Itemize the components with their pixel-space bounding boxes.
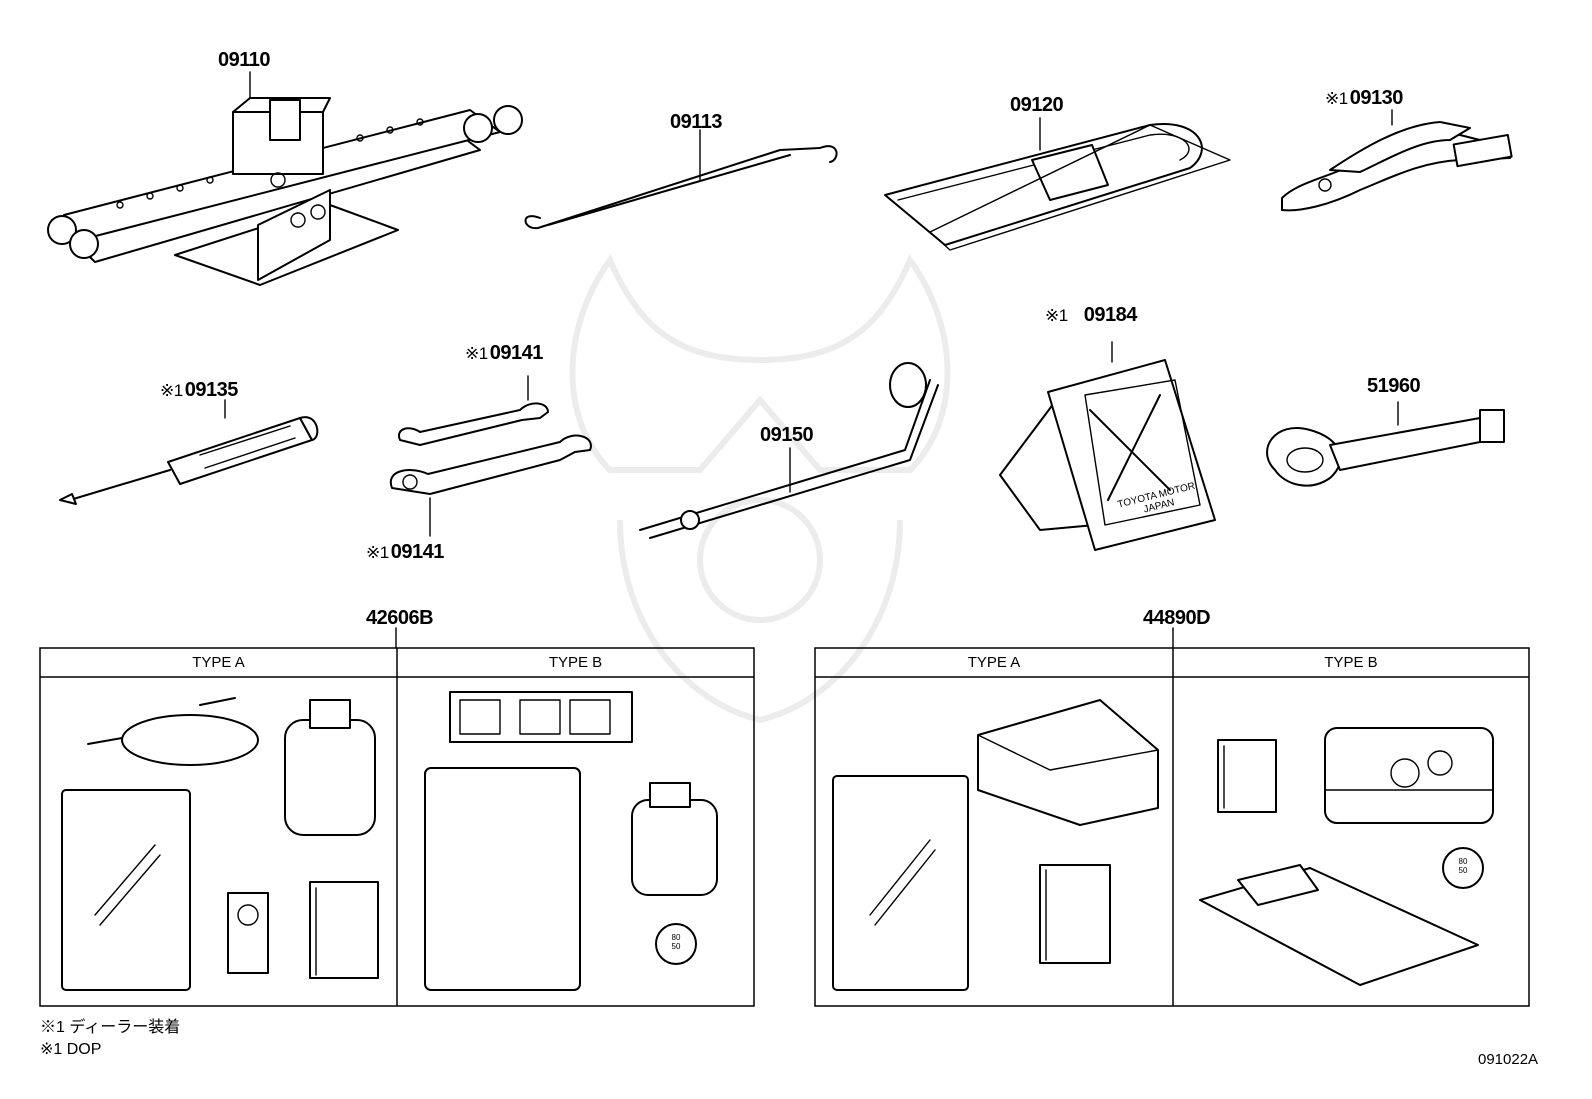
part-number-44890D[interactable]: 44890D xyxy=(1143,607,1211,629)
speed-sticker-bottom: 50 xyxy=(671,942,681,951)
part-number-text: 09130 xyxy=(1349,87,1404,109)
part-number-42606B[interactable]: 42606B xyxy=(366,607,434,629)
kit-left-box xyxy=(39,647,755,1007)
part-number-09120[interactable]: 09120 xyxy=(1010,94,1064,116)
part-number-09150[interactable]: 09150 xyxy=(760,424,814,446)
kit-right-type-b-header: TYPE B xyxy=(1324,654,1378,671)
jack-handle-illustration xyxy=(524,129,838,230)
kit-right-box xyxy=(814,647,1530,1007)
dealer-option-mark: ※1 xyxy=(366,543,389,562)
watermark-emblem xyxy=(569,253,951,724)
lug-wrench-illustration xyxy=(639,362,939,539)
part-number-09113[interactable]: 09113 xyxy=(670,111,723,133)
wrench-illustration xyxy=(389,375,592,537)
speed-sticker-top: 80 xyxy=(1458,857,1468,866)
screwdriver-illustration xyxy=(59,399,319,505)
part-number-09184[interactable]: ※1 09184 xyxy=(1045,305,1137,325)
kit-left-type-a-header: TYPE A xyxy=(192,654,245,671)
kit-right-type-b-items xyxy=(1199,727,1494,986)
speed-sticker-bottom: 50 xyxy=(1458,866,1468,875)
dealer-option-mark: ※1 xyxy=(1325,89,1348,108)
speed-sticker-right: 80 50 xyxy=(1452,857,1474,875)
speed-sticker-left: 80 50 xyxy=(665,933,687,951)
dealer-option-mark: ※1 xyxy=(465,344,488,363)
part-number-09110[interactable]: 09110 xyxy=(218,49,271,71)
part-number-text: 09141 xyxy=(489,342,544,364)
jack-illustration xyxy=(47,71,523,286)
tool-bag-illustration xyxy=(884,117,1231,251)
part-number-text: 09135 xyxy=(184,379,239,401)
kit-right-type-a-items xyxy=(832,699,1159,991)
dealer-option-mark: ※1 xyxy=(160,381,183,400)
footnote-dop: ※1 DOP xyxy=(40,1041,102,1058)
kit-right-type-a-header: TYPE A xyxy=(967,654,1021,671)
part-number-text: 09141 xyxy=(390,541,445,563)
kit-left-type-a-items xyxy=(61,697,379,991)
speed-sticker-top: 80 xyxy=(671,933,681,942)
dealer-option-mark: ※1 xyxy=(1045,306,1068,325)
kit-left-type-b-items xyxy=(424,691,718,991)
towing-eye-illustration xyxy=(1266,401,1505,487)
footnote-dealer-installed: ※1 ディーラー装着 xyxy=(40,1019,181,1036)
kit-left-type-b-header: TYPE B xyxy=(548,654,603,671)
part-number-text: 09184 xyxy=(1083,304,1138,326)
part-number-51960[interactable]: 51960 xyxy=(1367,375,1421,397)
warning-triangle-illustration xyxy=(999,341,1216,551)
illustration-code: 091022A xyxy=(1478,1051,1539,1068)
pliers-illustration xyxy=(1281,109,1513,212)
